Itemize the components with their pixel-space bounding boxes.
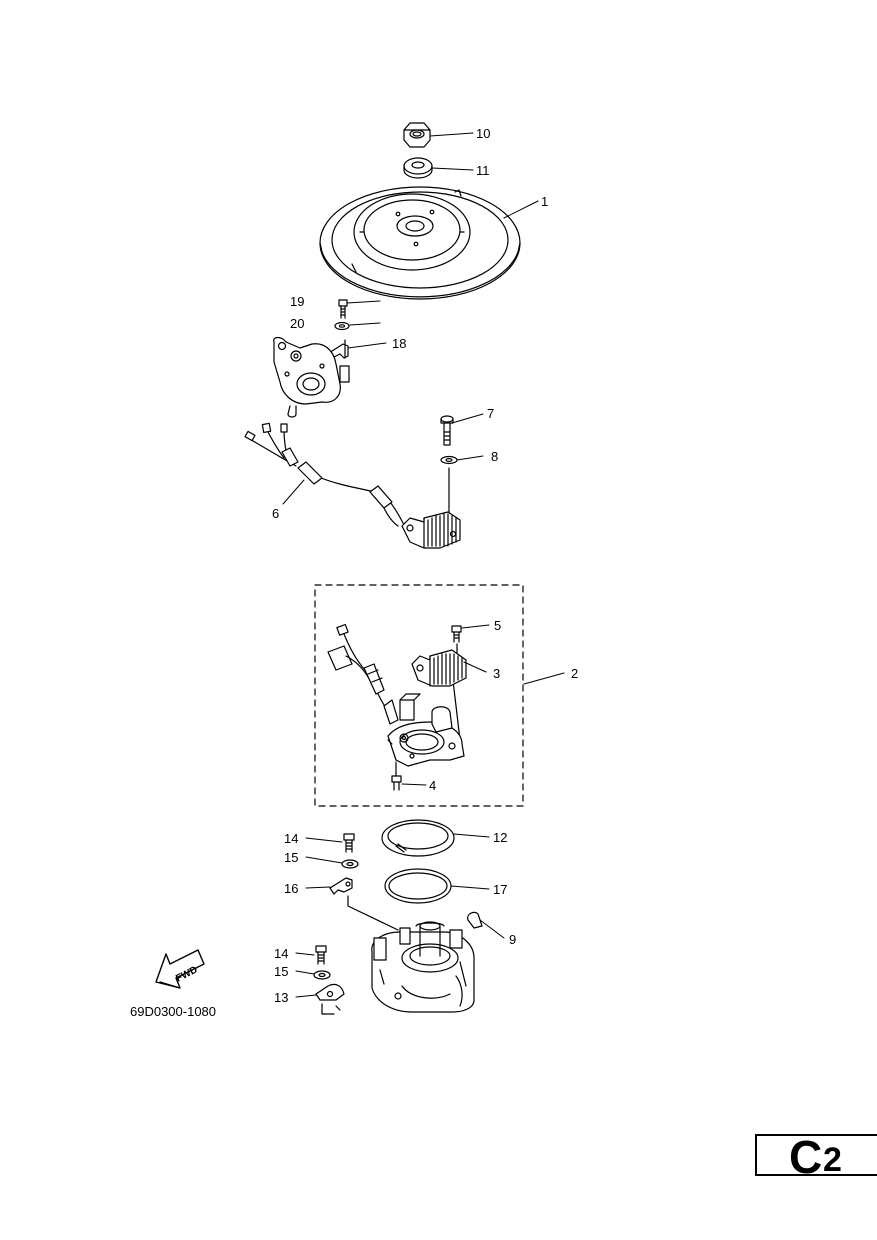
screw-part-4 xyxy=(391,761,402,791)
pulser-coil-bracket xyxy=(273,336,341,418)
callout-14-upper: 14 xyxy=(284,831,298,846)
wire-harness-part-6 xyxy=(244,422,407,529)
clamp-part-16 xyxy=(329,877,399,931)
washer-part-20 xyxy=(334,321,350,331)
callout-9: 9 xyxy=(509,932,516,947)
callout-14-lower: 14 xyxy=(274,946,288,961)
callout-11: 11 xyxy=(476,163,490,178)
bolt-part-7 xyxy=(440,415,454,446)
callout-4: 4 xyxy=(429,778,436,793)
callout-15-upper: 15 xyxy=(284,850,298,865)
callout-8: 8 xyxy=(491,449,498,464)
page-code-number: 2 xyxy=(823,1141,842,1179)
charge-coil-part-6 xyxy=(401,511,461,549)
hex-nut-part-10 xyxy=(403,122,431,148)
callout-15-lower: 15 xyxy=(274,964,288,979)
ring-part-17 xyxy=(384,868,452,904)
callout-17: 17 xyxy=(493,882,507,897)
stator-wire-harness xyxy=(327,623,399,725)
callout-18: 18 xyxy=(392,336,406,351)
callout-20: 20 xyxy=(290,316,304,331)
callout-10: 10 xyxy=(476,126,490,141)
flywheel-part-1 xyxy=(319,186,521,300)
lighting-coil-part-3 xyxy=(411,649,467,687)
callout-2: 2 xyxy=(571,666,578,681)
page-code-box: C 2 xyxy=(755,1132,877,1182)
callout-6: 6 xyxy=(272,506,279,521)
stator-base-plate-part-2 xyxy=(387,693,465,767)
washer-part-15-upper xyxy=(341,859,359,869)
callout-1: 1 xyxy=(541,194,548,209)
screw-part-14-lower xyxy=(315,945,327,965)
callout-3: 3 xyxy=(493,666,500,681)
screw-part-19 xyxy=(338,299,348,319)
clamp-part-13 xyxy=(315,983,345,1015)
ring-part-12 xyxy=(381,819,455,857)
callout-leader-lines xyxy=(282,132,565,998)
callout-13: 13 xyxy=(274,990,288,1005)
callout-12: 12 xyxy=(493,830,507,845)
key-part-9 xyxy=(467,911,483,929)
screw-part-14-upper xyxy=(343,833,355,853)
callout-19: 19 xyxy=(290,294,304,309)
callout-numbers: 10 11 1 19 20 18 7 8 6 5 3 2 4 12 14 15 … xyxy=(130,126,578,1019)
callout-5: 5 xyxy=(494,618,501,633)
washer-part-11 xyxy=(403,157,433,179)
page-code-letter: C xyxy=(789,1131,823,1183)
callout-16: 16 xyxy=(284,881,298,896)
callout-7: 7 xyxy=(487,406,494,421)
crankcase-powerhead xyxy=(371,921,475,1013)
drawing-part-number: 69D0300-1080 xyxy=(130,1004,216,1019)
assembly-group-box-part-2 xyxy=(314,584,524,807)
washer-part-15-lower xyxy=(313,970,331,980)
fwd-arrow-icon xyxy=(155,949,205,989)
